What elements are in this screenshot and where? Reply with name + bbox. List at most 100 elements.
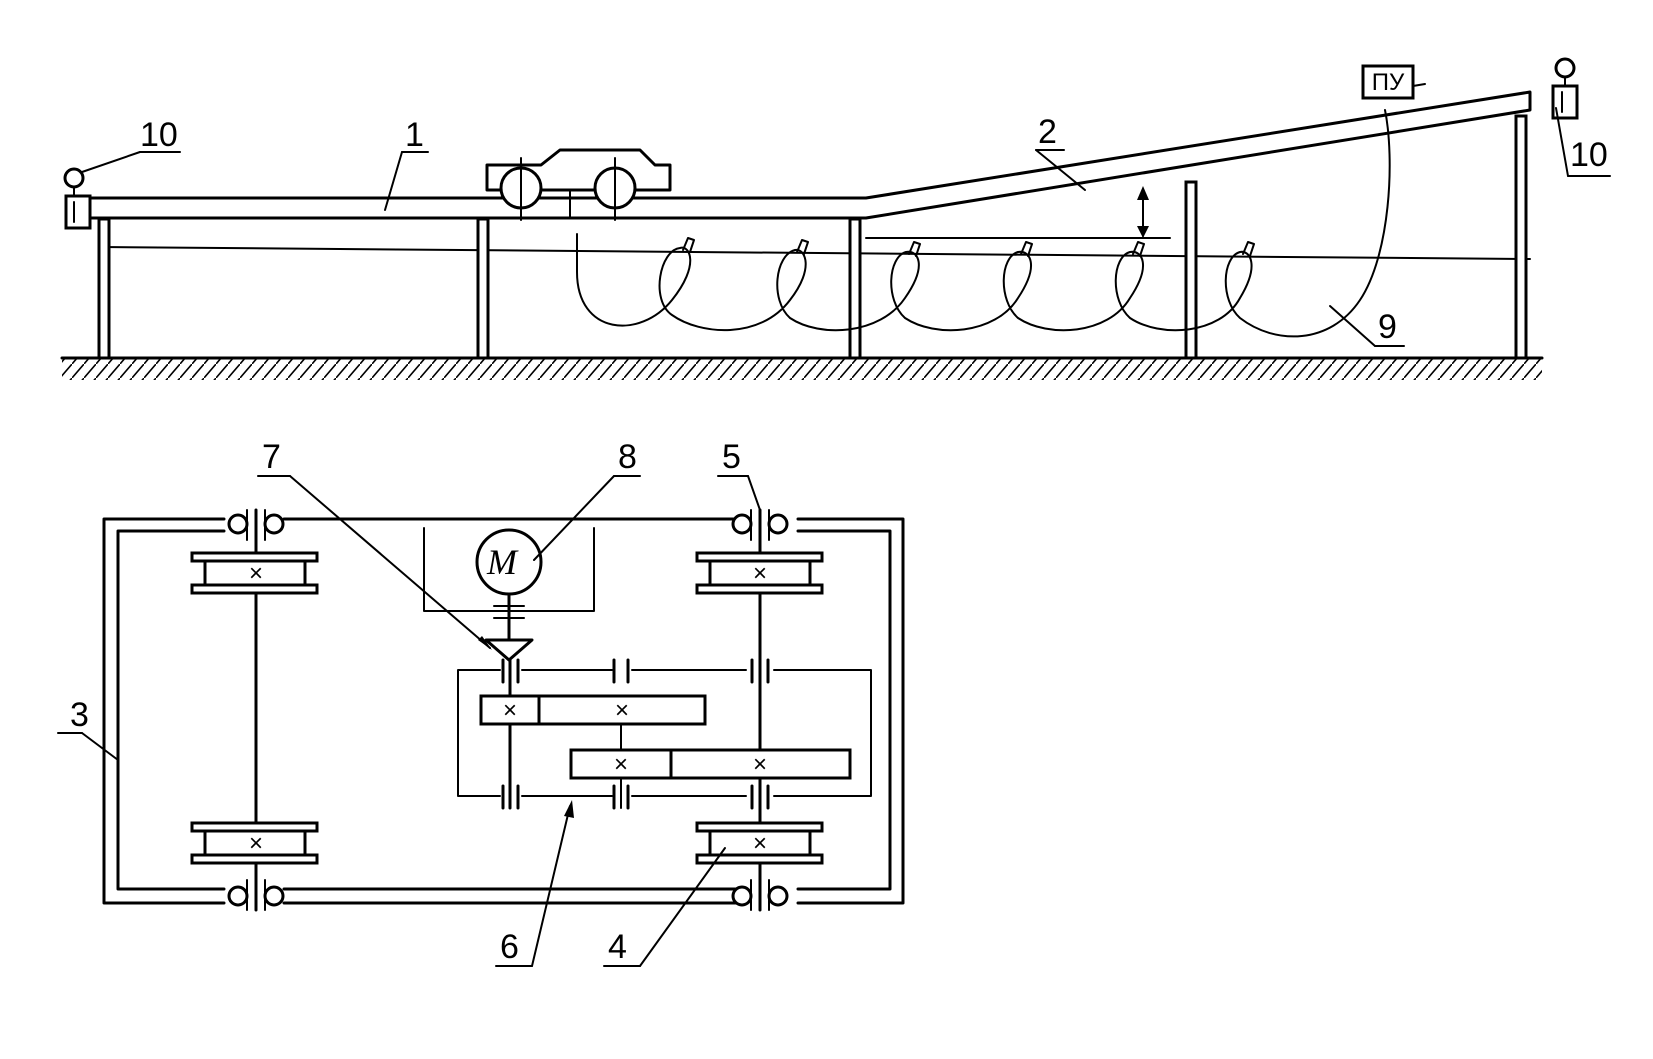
end-stop-body bbox=[64, 194, 92, 230]
leader-line-7 bbox=[289, 475, 491, 649]
end-stop-lamp bbox=[1554, 57, 1576, 79]
kinematic-scheme: × × × × M bbox=[57, 438, 905, 967]
leader-line bbox=[384, 151, 403, 211]
label-2: 2 bbox=[1038, 113, 1057, 151]
bearing-roller bbox=[731, 513, 753, 535]
incline-angle-arrow bbox=[1137, 186, 1149, 238]
support-post bbox=[848, 217, 862, 360]
cable-clamp bbox=[796, 239, 809, 255]
leader-line-6 bbox=[531, 805, 571, 967]
wheel-top-left: × bbox=[190, 551, 319, 595]
wheel-rim bbox=[695, 583, 824, 595]
bottom-labels: 3 7 8 5 6 4 bbox=[57, 438, 761, 967]
top-labels: 10 1 2 9 10 bbox=[81, 107, 1611, 347]
label-5: 5 bbox=[722, 438, 741, 476]
wheel-rim bbox=[695, 853, 824, 865]
gear-mark: × bbox=[614, 751, 628, 778]
control-panel-label: ПУ bbox=[1372, 69, 1405, 96]
end-stop-lamp bbox=[63, 167, 85, 189]
wheel-bottom-left: × bbox=[190, 821, 319, 865]
label-1: 1 bbox=[405, 116, 424, 154]
frame-outer-right bbox=[796, 517, 905, 905]
wheel-rim bbox=[190, 853, 319, 865]
label-4: 4 bbox=[608, 928, 627, 966]
bearing-roller bbox=[227, 885, 249, 907]
support-post bbox=[1514, 114, 1528, 360]
cable-clamp bbox=[1242, 241, 1255, 257]
bearing-roller bbox=[227, 513, 249, 535]
wheel-top-right: × bbox=[695, 551, 824, 595]
motor: M bbox=[423, 527, 595, 662]
frame-outer-left bbox=[102, 517, 226, 905]
leader-line bbox=[533, 475, 615, 561]
gear-pinion bbox=[569, 748, 673, 780]
festoon-cable bbox=[576, 109, 1391, 338]
wheels: × × × × bbox=[190, 551, 824, 865]
arrow-head bbox=[478, 636, 492, 650]
vehicle bbox=[485, 148, 672, 221]
bevel-gear bbox=[484, 638, 534, 662]
cable-clamps bbox=[682, 237, 1255, 257]
wheel-rim bbox=[190, 583, 319, 595]
control-panel: ПУ bbox=[1361, 64, 1426, 100]
frame-inner-left bbox=[116, 529, 226, 891]
support-post bbox=[1184, 180, 1198, 360]
wheel-mark: × bbox=[753, 830, 767, 857]
test-track: ПУ 10 1 2 9 bbox=[60, 57, 1611, 380]
bearing-roller bbox=[263, 885, 285, 907]
bearing-roller bbox=[263, 513, 285, 535]
wheel-mark: × bbox=[249, 560, 263, 587]
vehicle-body bbox=[485, 148, 672, 192]
arrow-head bbox=[564, 800, 574, 818]
leader-line bbox=[1329, 305, 1376, 347]
cable-clamp bbox=[1020, 241, 1033, 257]
label-3: 3 bbox=[70, 696, 89, 734]
frame-inner-right bbox=[796, 529, 892, 891]
gear-mark: × bbox=[615, 697, 629, 724]
wheel-mark: × bbox=[753, 560, 767, 587]
leader-line bbox=[81, 151, 141, 173]
frame-bottom bbox=[282, 887, 738, 905]
support-post bbox=[97, 217, 111, 360]
arrow-head bbox=[1137, 186, 1149, 200]
cable-clamp bbox=[1132, 241, 1145, 257]
leader-line bbox=[1555, 107, 1569, 177]
label-9: 9 bbox=[1378, 308, 1397, 346]
gearbox: × × × × bbox=[457, 658, 872, 810]
control-panel-lead bbox=[1412, 83, 1426, 87]
bearing-roller bbox=[731, 885, 753, 907]
wheel-bottom-right: × bbox=[695, 821, 824, 865]
label-10-right: 10 bbox=[1570, 136, 1608, 174]
label-6: 6 bbox=[500, 928, 519, 966]
gearbox-housing-left bbox=[457, 669, 501, 797]
gear-mark: × bbox=[503, 697, 517, 724]
gear-large bbox=[537, 694, 707, 726]
gear-large bbox=[669, 748, 852, 780]
gearbox-housing bbox=[521, 669, 872, 797]
gearbox-bearings bbox=[501, 658, 770, 810]
end-stop-left bbox=[63, 167, 92, 230]
label-10-left: 10 bbox=[140, 116, 178, 154]
leader-line bbox=[639, 847, 726, 967]
arrow-head bbox=[1137, 226, 1149, 238]
bearing-roller bbox=[767, 885, 789, 907]
ground-hatch bbox=[62, 358, 1542, 380]
track-beam bbox=[88, 90, 1532, 220]
bearing-roller bbox=[767, 513, 789, 535]
cable-clamp bbox=[682, 237, 695, 253]
leader-line bbox=[81, 732, 119, 761]
track-supports bbox=[97, 114, 1528, 360]
wheel-mark: × bbox=[249, 830, 263, 857]
leader-line bbox=[1035, 149, 1086, 191]
label-8: 8 bbox=[618, 438, 637, 476]
cable-guide-line bbox=[99, 246, 1531, 260]
motor-label: M bbox=[486, 542, 519, 582]
wheel-hub bbox=[203, 559, 307, 587]
cable-clamp bbox=[908, 241, 921, 257]
support-post bbox=[476, 217, 490, 360]
control-panel-box bbox=[1361, 64, 1415, 100]
leader-line bbox=[747, 475, 761, 511]
gear-mark: × bbox=[753, 751, 767, 778]
